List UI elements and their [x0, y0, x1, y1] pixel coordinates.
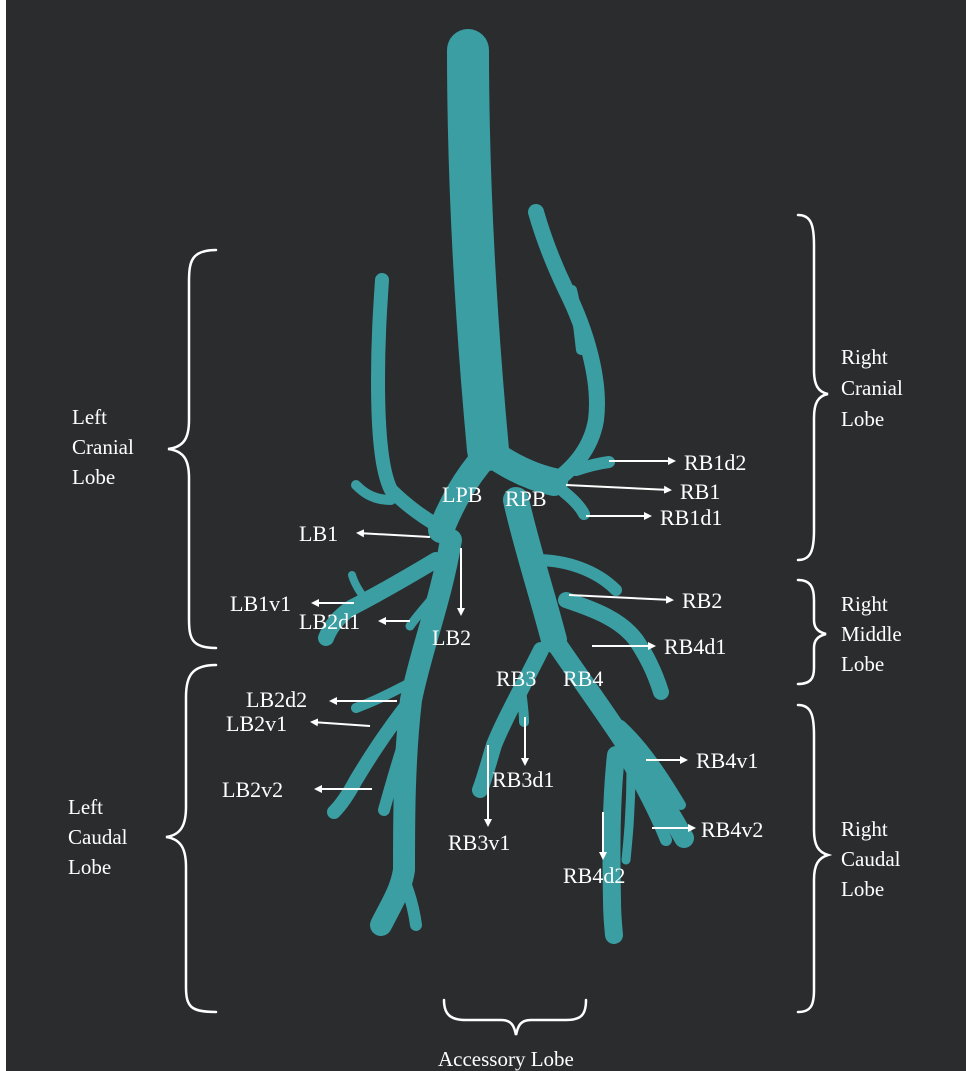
rb4d2-branch [611, 755, 616, 935]
label-lpb: LPB [442, 482, 482, 507]
label-rb4v2: RB4v2 [701, 817, 763, 842]
label-rb1: RB1 [680, 479, 720, 504]
lobe-right-middle: Right Middle Lobe [841, 592, 907, 676]
label-rpb: RPB [505, 486, 547, 511]
lobe-right-caudal: Right Caudal Lobe [841, 817, 906, 901]
rb1d1-branch [564, 492, 584, 514]
label-rb3d1: RB3d1 [492, 767, 554, 792]
lobe-left-caudal: Left Caudal Lobe [68, 795, 133, 879]
lobe-accessory: Accessory Lobe [438, 1047, 574, 1071]
label-rb3v1: RB3v1 [448, 830, 510, 855]
label-rb2: RB2 [682, 588, 722, 613]
bracket-right-middle [798, 580, 826, 684]
label-rb4d1: RB4d1 [664, 634, 726, 659]
bronchial-tree-diagram: LPB RPB RB1d2 RB1 RB1d1 LB1 LB1v1 LB2d1 … [6, 0, 966, 1071]
bracket-right-caudal [798, 705, 828, 1012]
label-lb1: LB1 [299, 521, 338, 546]
rb1-sub-branch [572, 290, 581, 350]
bracket-accessory [444, 1000, 586, 1035]
pointer-arrows [312, 461, 694, 858]
lb2-end-right [404, 880, 416, 925]
label-rb4: RB4 [563, 666, 603, 691]
arrow-lb2v1 [312, 722, 370, 726]
label-lb2v2: LB2v2 [222, 777, 283, 802]
label-lb2d2: LB2d2 [246, 687, 307, 712]
trachea [468, 50, 488, 450]
label-rb4d2: RB4d2 [563, 863, 625, 888]
right-principal-bronchus [494, 455, 554, 482]
label-lb2d1: LB2d1 [299, 609, 360, 634]
lb1v1-small [352, 575, 366, 600]
rb1-branch [536, 212, 597, 482]
label-lb2: LB2 [432, 625, 471, 650]
lb1-branch [378, 280, 446, 530]
label-lb2v1: LB2v1 [226, 711, 287, 736]
bracket-left-caudal [166, 665, 216, 1012]
rb3d1-branch [521, 690, 524, 722]
diagram-canvas: LPB RPB RB1d2 RB1 RB1d1 LB1 LB1v1 LB2d1 … [6, 0, 966, 1071]
bracket-right-cranial [798, 215, 828, 560]
right-intermediate-bronchus [516, 500, 554, 640]
arrow-rb1 [566, 485, 670, 490]
label-lb1v1: LB1v1 [230, 591, 291, 616]
rb4-inner [626, 770, 631, 860]
label-rb1d2: RB1d2 [684, 450, 746, 475]
label-rb3: RB3 [496, 666, 536, 691]
bracket-left-cranial [168, 250, 216, 648]
lobe-left-cranial: Left Cranial Lobe [72, 405, 139, 489]
lobe-right-cranial: Right Cranial Lobe [841, 345, 908, 431]
label-rb1d1: RB1d1 [660, 505, 722, 530]
rb1d2-branch [576, 462, 609, 470]
label-rb4v1: RB4v1 [696, 748, 758, 773]
arrow-lb1 [358, 533, 430, 537]
